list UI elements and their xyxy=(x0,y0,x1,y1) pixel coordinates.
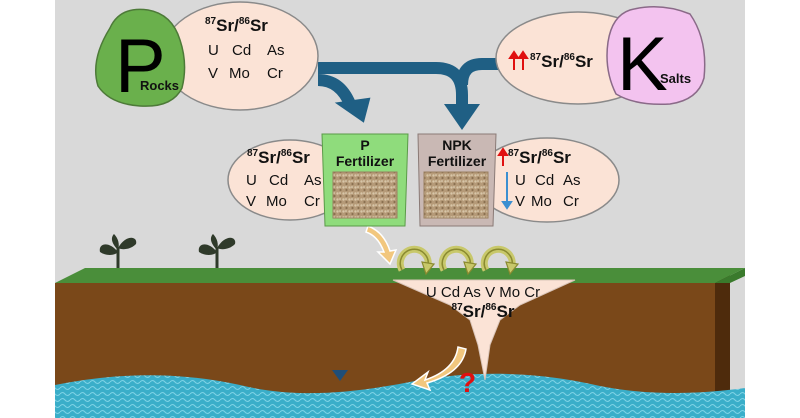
k-salts-label: Salts xyxy=(660,71,691,86)
element-cr: Cr xyxy=(267,65,283,82)
p-fert-label-1: P xyxy=(360,137,369,153)
grass-surface xyxy=(55,268,745,283)
p-fertilizer-group: 87Sr/86Sr U Cd As V Mo Cr P Fertilizer xyxy=(227,133,409,227)
soil-block xyxy=(55,268,745,408)
p-rock-shape xyxy=(95,8,186,107)
p-rocks-group: P Rocks 87Sr/86Sr U Cd As V Mo Cr xyxy=(95,1,319,111)
plant-seedling-icon-1 xyxy=(99,234,137,268)
triangle-down-icon xyxy=(332,370,348,381)
element-v: V xyxy=(208,65,218,82)
npk-fert-ratio: 87Sr/86Sr xyxy=(508,148,571,167)
flow-arrows xyxy=(317,58,500,108)
npk-fert-grains xyxy=(423,171,489,219)
svg-text:U Cd As V: U Cd As V Mo Cr xyxy=(515,172,585,210)
npk-fert-label-2: Fertilizer xyxy=(428,153,487,169)
k-salts-group: K Salts 87Sr/86Sr xyxy=(495,6,706,107)
p-rocks-label: Rocks xyxy=(140,78,179,93)
down-arrow-icon xyxy=(501,172,513,210)
k-salt-shape xyxy=(606,6,706,106)
plant-seedling-icon-2 xyxy=(198,234,236,268)
leaching-funnel xyxy=(392,279,576,381)
p-fert-label-2: Fertilizer xyxy=(336,153,395,169)
k-salts-ratio: 87Sr/86Sr xyxy=(530,52,593,71)
p-fert-grains xyxy=(332,171,398,219)
arrow-head-left xyxy=(334,97,371,123)
arrow-head-right xyxy=(444,104,480,130)
soil-ratio-text: 87Sr/86Sr xyxy=(452,302,515,321)
up-up-arrows-icon xyxy=(508,50,529,70)
element-as: As xyxy=(267,42,285,59)
question-mark: ? xyxy=(459,367,476,398)
npk-fertilizer-group: NPK Fertilizer 87Sr/86Sr U Cd As V Mo Cr xyxy=(417,133,620,227)
soil-elements-text: U Cd As V Mo Cr xyxy=(426,284,540,301)
p-rocks-ratio: 87Sr/86Sr xyxy=(205,16,268,35)
k-letter: K xyxy=(617,22,668,107)
groundwater-layer xyxy=(55,373,745,418)
p-fert-ratio: 87Sr/86Sr xyxy=(247,148,310,167)
application-arrow xyxy=(365,225,398,266)
element-mo: Mo xyxy=(229,65,250,82)
element-cd: Cd xyxy=(232,42,251,59)
npk-fert-label-1: NPK xyxy=(442,137,472,153)
svg-text:U Cd As V: U Cd As V Mo Cr xyxy=(246,172,326,210)
leach-arrow xyxy=(410,346,467,392)
p-letter: P xyxy=(115,24,166,109)
up-arrow-icon xyxy=(497,147,509,166)
element-u: U xyxy=(208,42,219,59)
svg-text:U Cd As V: U Cd As V Mo Cr xyxy=(208,42,289,82)
